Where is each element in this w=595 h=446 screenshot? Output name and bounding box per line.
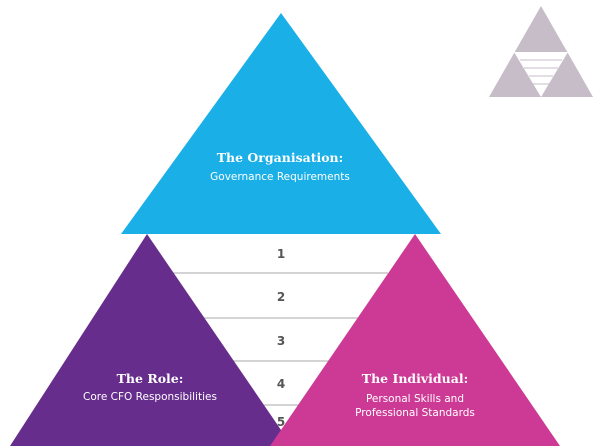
thumb-inner	[514, 52, 568, 97]
individual-subtitle-line1: Personal Skills and	[365, 393, 465, 405]
individual-title: The Individual:	[361, 371, 469, 386]
level-number-3: 3	[276, 334, 286, 348]
level-number-5: 5	[276, 415, 286, 429]
individual-subtitle-line2: Professional Standards	[355, 407, 475, 419]
organisation-title: The Organisation:	[216, 150, 344, 165]
pyramid-thumbnail-icon	[489, 6, 593, 97]
thumb-outer	[489, 6, 593, 97]
role-triangle	[10, 234, 292, 446]
role-subtitle: Core CFO Responsibilities	[83, 391, 217, 403]
organisation-subtitle: Governance Requirements	[210, 171, 350, 183]
level-number-1: 1	[276, 247, 286, 261]
individual-triangle	[270, 234, 560, 446]
level-number-2: 2	[276, 290, 286, 304]
organisation-triangle	[121, 13, 441, 234]
role-title: The Role:	[116, 371, 184, 386]
levels-triangle	[147, 234, 415, 446]
level-number-4: 4	[276, 377, 286, 391]
